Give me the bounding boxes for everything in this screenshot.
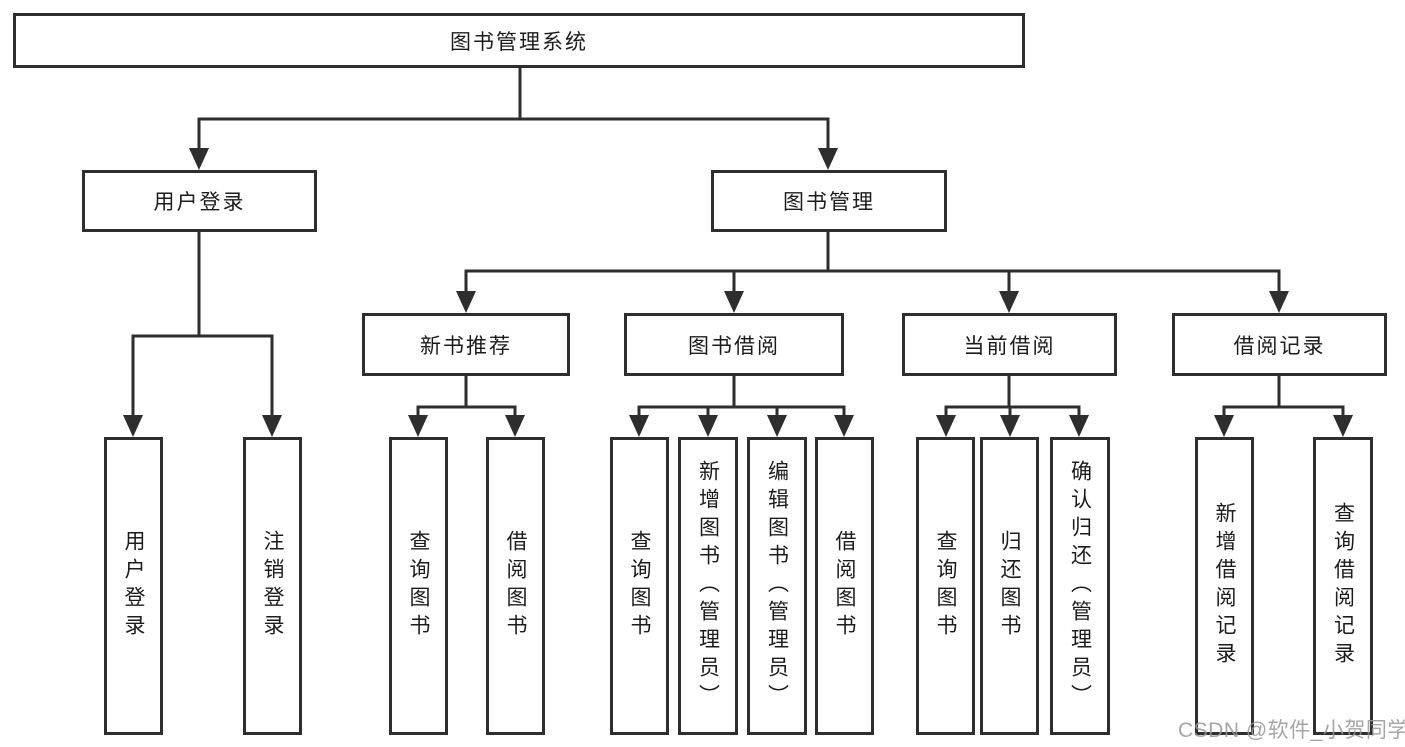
leaf-logout-label: 注销登录 [261,530,284,642]
node-new-book-recommendation: 新书推荐 [362,313,570,376]
node-book-borrowing: 图书借阅 [624,313,844,376]
leaf-borrow-books: 借阅图书 [815,437,874,735]
leaf-query-borrow-record: 查询借阅记录 [1313,437,1373,735]
leaf-edit-books-admin-label: 编辑图书（管理员） [765,460,789,712]
leaf-user-login: 用户登录 [104,437,163,735]
leaf-add-books-admin-label: 新增图书（管理员） [696,460,720,712]
leaf-edit-books-admin: 编辑图书（管理员） [747,437,807,735]
node-book-management: 图书管理 [711,170,947,232]
leaf-borrow-books-label: 借阅图书 [833,530,856,642]
leaf-query-books-current: 查询图书 [916,437,975,735]
node-borrowing-records-label: 借阅记录 [1233,334,1326,358]
node-user-login: 用户登录 [82,170,317,232]
node-current-borrowing-label: 当前借阅 [963,334,1056,358]
leaf-query-books-recommend: 查询图书 [389,437,448,735]
node-user-login-label: 用户登录 [153,191,246,214]
csdn-watermark: CSDN @软件_小贺同学 [1178,719,1405,742]
leaf-borrow-books-recommend-label: 借阅图书 [504,530,527,642]
leaf-query-books-recommend-label: 查询图书 [407,530,430,642]
leaf-confirm-return-admin-label: 确认归还（管理员） [1068,460,1092,712]
leaf-query-borrow-record-label: 查询借阅记录 [1331,502,1355,670]
leaf-logout: 注销登录 [243,437,302,735]
leaf-borrow-books-recommend: 借阅图书 [486,437,545,735]
node-book-management-label: 图书管理 [783,191,875,214]
node-book-borrowing-label: 图书借阅 [688,334,780,358]
node-root: 图书管理系统 [13,13,1025,68]
leaf-add-borrow-record-label: 新增借阅记录 [1213,502,1236,670]
leaf-return-books: 归还图书 [980,437,1039,735]
leaf-query-books-borrow: 查询图书 [610,437,669,735]
node-root-label: 图书管理系统 [450,30,588,54]
leaf-query-books-current-label: 查询图书 [934,530,957,642]
leaf-query-books-borrow-label: 查询图书 [628,530,651,642]
leaf-add-books-admin: 新增图书（管理员） [678,437,738,735]
leaf-add-borrow-record: 新增借阅记录 [1195,437,1254,735]
node-borrowing-records: 借阅记录 [1172,313,1387,376]
leaf-confirm-return-admin: 确认归还（管理员） [1050,437,1110,735]
leaf-return-books-label: 归还图书 [998,530,1021,642]
leaf-user-login-label: 用户登录 [122,530,145,642]
node-current-borrowing: 当前借阅 [902,313,1117,376]
node-new-book-recommendation-label: 新书推荐 [420,334,512,358]
